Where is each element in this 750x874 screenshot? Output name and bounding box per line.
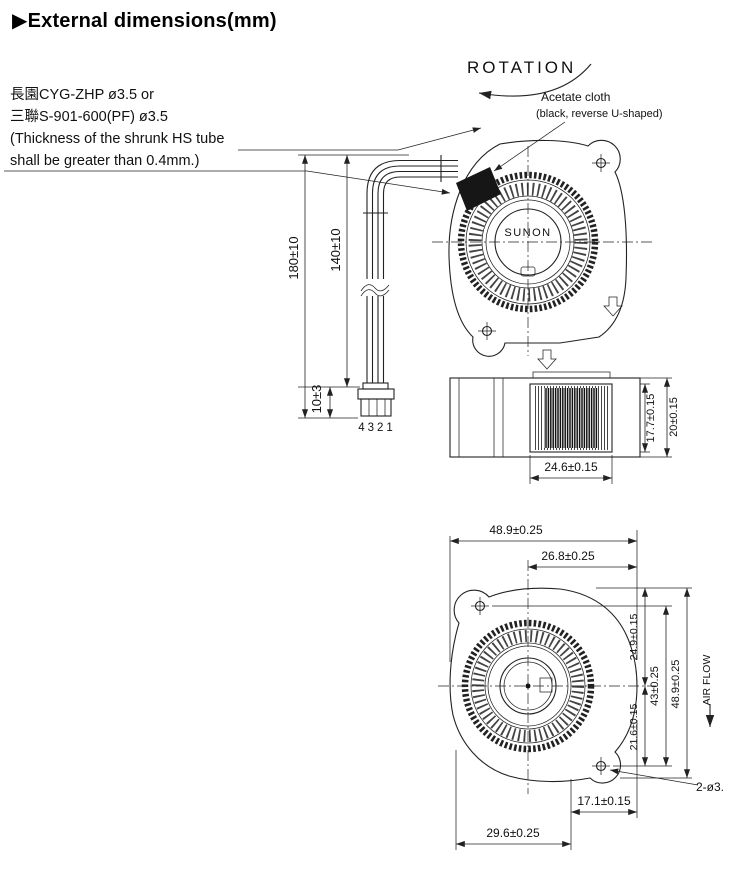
hub	[499, 657, 557, 715]
connector: 4321	[357, 382, 396, 434]
bottom-view: 48.9±0.25 26.8±0.25 24.9±0.15 21.6±0.15 …	[438, 523, 724, 850]
dim-right-w: 26.8±0.25	[541, 549, 595, 563]
blade-ring	[468, 182, 588, 302]
pin-dividers	[368, 399, 386, 416]
acetate-line1: Acetate cloth	[541, 90, 610, 104]
outlet-lip	[532, 371, 611, 379]
dim-body-d: 48.9±0.25	[670, 660, 682, 709]
housing-outline	[449, 587, 638, 784]
dim-edge-17: 17.1±0.15	[577, 794, 631, 808]
dim-wire-total: 180±10	[286, 236, 301, 279]
wire-break-icon	[360, 284, 390, 297]
ext-line	[455, 720, 638, 850]
dim-connector-h: 10±3	[309, 385, 324, 414]
note-leader-upper	[238, 127, 482, 151]
note-tube-line4: shall be greater than 0.4mm.)	[10, 153, 199, 169]
body-steps	[458, 378, 504, 457]
dim-hole-pitch: 43±0.25	[649, 666, 661, 706]
lead-wires	[360, 155, 458, 383]
outlet-frame	[529, 383, 613, 453]
hole-crosshair	[478, 322, 496, 340]
blade-ring	[472, 630, 584, 742]
note-leader-lower	[4, 170, 451, 195]
acetate-cloth-patch	[456, 167, 501, 211]
shaft-center	[525, 683, 531, 689]
hole-callout-label: 2-ø3.	[696, 780, 724, 794]
acetate-line2: (black, reverse U-shaped)	[536, 108, 663, 120]
blade-serration	[457, 171, 599, 313]
rotation-text: ROTATION	[467, 58, 576, 77]
hole-callout-leader	[609, 768, 699, 786]
rotation-label: ROTATION	[467, 58, 592, 100]
note-acetate: Acetate cloth (black, reverse U-shaped)	[493, 90, 663, 172]
dim-wire-inner: 140±10	[328, 228, 343, 271]
acetate-leader	[493, 121, 566, 172]
blade-serration	[461, 619, 595, 753]
hub-tab	[520, 266, 536, 277]
hub	[494, 208, 562, 276]
ext-line	[492, 587, 692, 779]
shrink-tube-mark	[363, 155, 442, 214]
hole-crosshair	[592, 154, 610, 172]
dim-body-h: 20±0.15	[668, 397, 680, 437]
note-tube-line3: (Thickness of the shrunk HS tube	[10, 131, 224, 147]
note-tube-line2: 三聯S-901-600(PF) ø3.5	[10, 108, 168, 125]
flow-arrow-icon	[603, 296, 623, 317]
brand-label: SUNON	[504, 227, 551, 239]
wire-dimensions: 180±10 140±10 10±3	[286, 154, 409, 419]
flow-arrow-icon	[537, 349, 557, 370]
dim-body-w: 48.9±0.25	[489, 523, 543, 537]
housing-outline	[448, 139, 628, 357]
page-title: ▶External dimensions(mm)	[12, 10, 277, 32]
top-view: SUNON	[360, 139, 652, 383]
impeller: SUNON	[457, 171, 599, 313]
note-tube-line1: 長園CYG-ZHP ø3.5 or	[10, 87, 154, 103]
rotation-arrow-icon	[478, 63, 592, 100]
air-flow-label: AIR FLOW	[701, 655, 713, 706]
pin-numbers: 4321	[358, 422, 396, 434]
note-hs-tube: 長園CYG-ZHP ø3.5 or 三聯S-901-600(PF) ø3.5 (…	[4, 87, 482, 195]
dim-outlet-w: 24.6±0.15	[544, 460, 598, 474]
dim-center-to-hole: 21.6±0.15	[628, 704, 640, 751]
ext-line	[449, 530, 638, 662]
dim-outlet-29: 29.6±0.25	[486, 826, 540, 840]
hole-crosshair	[471, 597, 489, 615]
dim-top-to-center: 24.9±0.15	[628, 614, 640, 661]
outlet-blades	[544, 388, 598, 448]
impeller	[461, 619, 595, 753]
dim-outlet-h: 17.7±0.15	[645, 394, 657, 443]
side-view: 17.7±0.15 20±0.15 24.6±0.15	[449, 371, 680, 484]
wire-exit-detail	[539, 677, 553, 693]
hole-crosshair	[592, 757, 610, 775]
